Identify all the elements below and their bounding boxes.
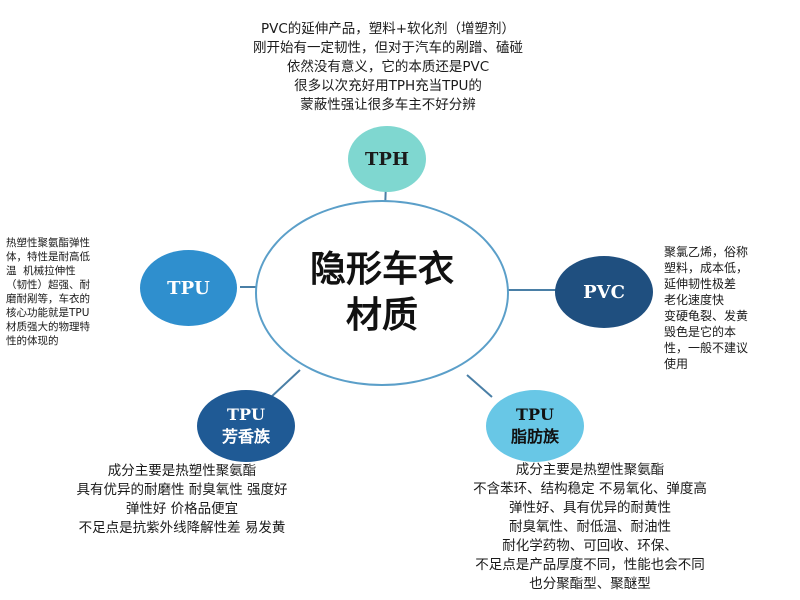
pvc-description: 聚氯乙烯，俗称 塑料，成本低， 延伸韧性极差 老化速度快 变硬龟裂、发黄 毁色是… [664,245,749,371]
pvc-node-label: PVC [583,281,625,303]
tpu-node-label: TPU [167,277,210,299]
connector-tpu-aliphatic [466,374,493,398]
tpu-aromatic-label: TPU 芳香族 [221,405,270,446]
tpu-aliphatic-label: TPU 脂肪族 [510,405,559,446]
tpu-description: 热塑性聚氨酯弹性 体，特性是耐高低 温 机械拉伸性 （韧性）超强、耐 磨耐剐等，… [6,237,90,347]
center-node: 隐形车衣 材质 [255,200,509,386]
tpu-aromatic-node: TPU 芳香族 [197,390,295,462]
tpu-aliphatic-node: TPU 脂肪族 [486,390,584,462]
tpu-node: TPU [140,250,237,326]
aromatic-description: 成分主要是热塑性聚氨酯 具有优异的耐磨性 耐臭氧性 强度好 弹性好 价格品便宜 … [76,463,288,536]
pvc-node: PVC [555,256,653,328]
connector-tpu-aromatic [269,369,301,399]
center-title: 隐形车衣 材质 [309,249,454,336]
tph-node-label: TPH [365,148,409,170]
aliphatic-description: 成分主要是热塑性聚氨酯 不含苯环、结构稳定 不易氧化、弹度高 弹性好、具有优异的… [473,462,707,592]
tph-description: PVC的延伸产品，塑料+软化剂（增塑剂） 刚开始有一定韧性，但对于汽车的剐蹭、磕… [253,21,523,113]
tph-node: TPH [348,126,426,192]
